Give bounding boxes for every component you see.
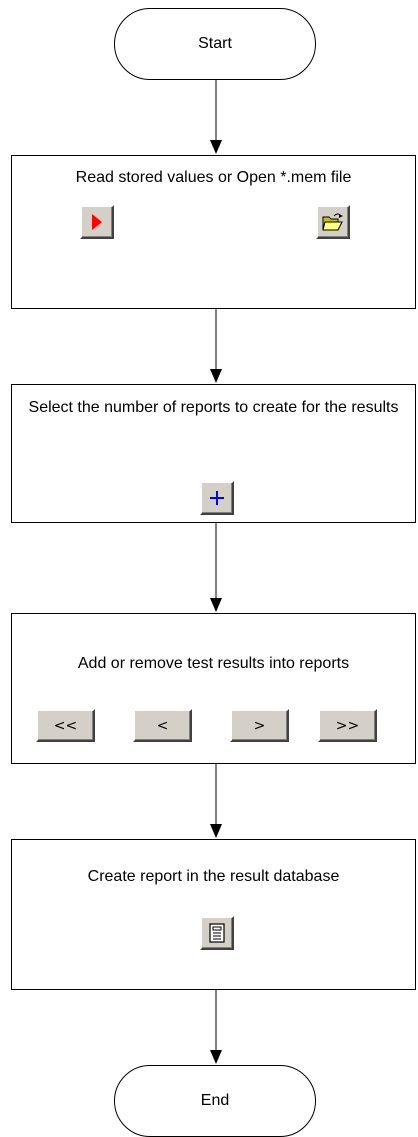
open-folder-icon	[322, 213, 343, 231]
arrowhead-to-step1	[210, 140, 222, 154]
step-add-remove-results-text: Add or remove test results into reports	[77, 655, 350, 672]
report-icon	[209, 923, 225, 943]
arrowhead-to-step3	[210, 598, 222, 612]
create-report-button[interactable]	[200, 916, 234, 950]
end-terminal: End	[114, 1065, 316, 1137]
add-report-button[interactable]	[200, 481, 234, 515]
start-terminal: Start	[114, 8, 316, 80]
move-left-button[interactable]: <	[133, 709, 192, 742]
step-read-values-text: Read stored values or Open *.mem file	[75, 169, 352, 186]
step-select-reports-text: Select the number of reports to create f…	[28, 399, 399, 416]
arrowhead-to-end	[210, 1050, 222, 1064]
move-all-left-button[interactable]: <<	[36, 709, 95, 742]
step-add-remove-results: Add or remove test results into reports …	[11, 613, 416, 764]
step-read-values: Read stored values or Open *.mem file	[11, 155, 416, 309]
step-select-reports: Select the number of reports to create f…	[11, 384, 416, 523]
arrowhead-to-step4	[210, 824, 222, 838]
open-mem-file-button[interactable]	[316, 205, 350, 239]
end-label: End	[200, 1092, 230, 1109]
step-create-report-text: Create report in the result database	[87, 868, 340, 885]
play-icon	[92, 214, 102, 230]
move-right-button[interactable]: >	[230, 709, 289, 742]
plus-icon	[210, 491, 224, 505]
step-create-report: Create report in the result database	[11, 839, 416, 990]
arrowhead-to-step2	[210, 369, 222, 383]
start-label: Start	[198, 35, 232, 52]
read-stored-values-button[interactable]	[80, 205, 114, 239]
move-all-right-button[interactable]: >>	[318, 709, 377, 742]
